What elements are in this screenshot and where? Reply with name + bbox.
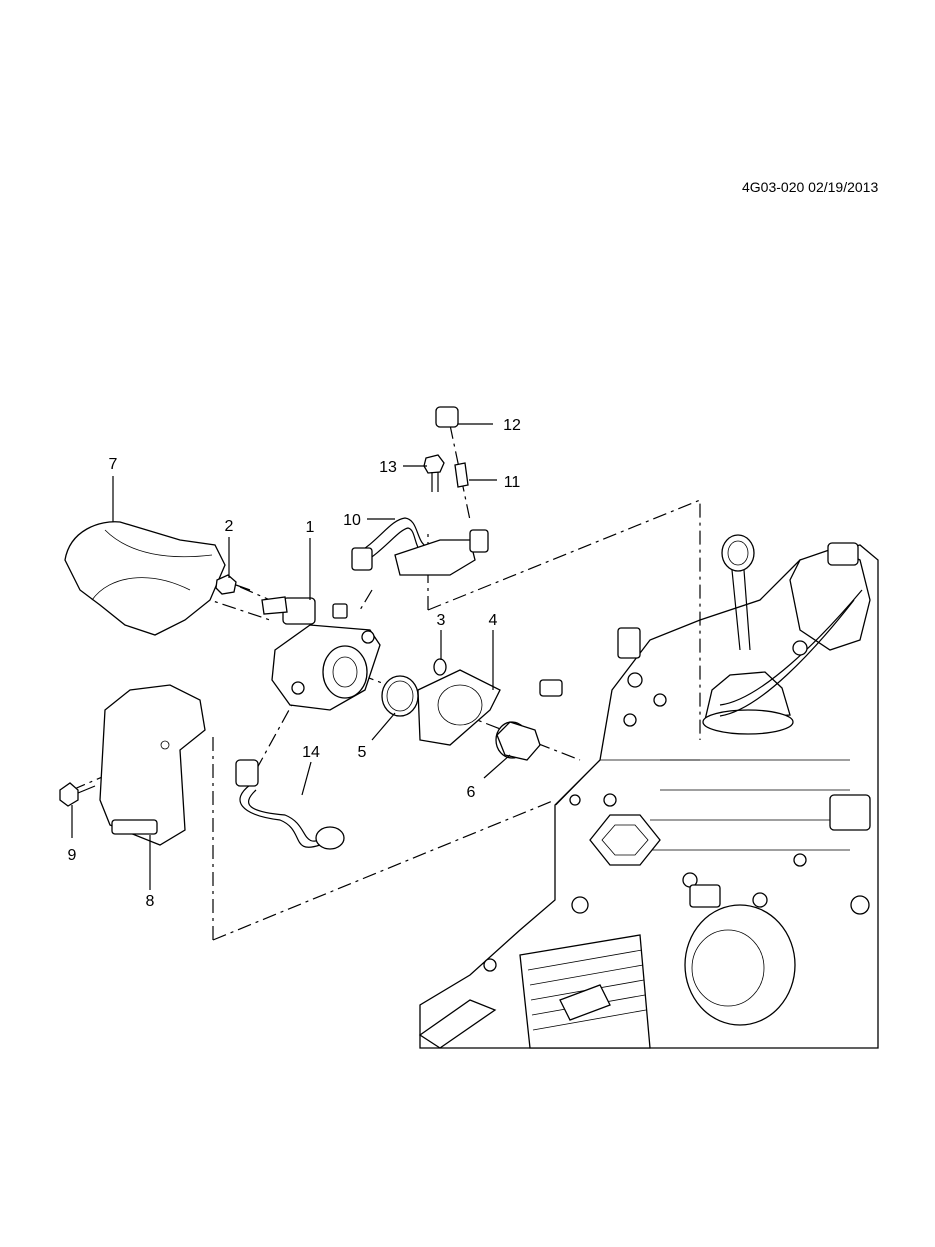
cap-part-12 — [435, 406, 459, 428]
callout-8: 8 — [146, 893, 155, 910]
leader-lines — [71, 423, 511, 890]
o-ring-part — [381, 675, 419, 717]
bolt-part-9 — [59, 782, 96, 807]
bracket-part — [99, 684, 206, 846]
callout-3: 3 — [437, 612, 446, 629]
callout-6: 6 — [467, 784, 476, 801]
callout-10: 10 — [343, 512, 361, 529]
gasket-plate-part — [417, 669, 501, 746]
bolt-part-13 — [423, 454, 445, 492]
callout-12: 12 — [503, 417, 521, 434]
callout-9: 9 — [68, 847, 77, 864]
wiring-harness-part — [235, 759, 345, 850]
tappet-part — [495, 721, 541, 761]
callout-14: 14 — [302, 744, 320, 761]
drawing-id-label: 4G03-020 02/19/2013 — [742, 179, 879, 195]
bolt-part-2 — [215, 574, 251, 595]
callout-7: 7 — [109, 456, 118, 473]
heat-shield-part — [64, 521, 226, 636]
washer-part-3 — [433, 658, 447, 676]
callout-5: 5 — [358, 744, 367, 761]
callout-2: 2 — [225, 518, 234, 535]
fuel-pipe-part — [351, 517, 489, 576]
fuel-pump-part — [261, 596, 381, 711]
callout-4: 4 — [489, 612, 498, 629]
engine-assembly-illustration — [418, 534, 879, 1049]
fitting-part-11 — [454, 462, 469, 488]
callout-1: 1 — [306, 519, 315, 536]
callout-11: 11 — [504, 474, 521, 491]
callout-13: 13 — [379, 459, 397, 476]
